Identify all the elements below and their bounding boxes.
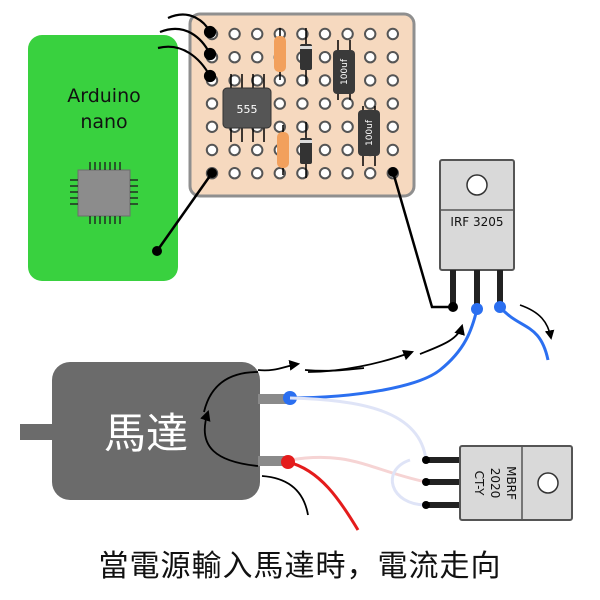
mosfet-irf3205: IRF 3205 xyxy=(439,159,515,315)
perfboard-hole xyxy=(318,120,332,134)
perfboard-hole xyxy=(205,143,219,157)
perfboard-hole xyxy=(251,27,264,41)
perfboard-hole xyxy=(364,27,377,41)
perfboard-hole xyxy=(318,167,332,180)
perfboard-hole xyxy=(296,27,309,41)
capacitor-2-label: 100uf xyxy=(365,119,375,146)
perfboard-hole xyxy=(296,97,309,110)
current-flow-arrows xyxy=(200,323,465,516)
diode-bottom xyxy=(300,122,312,178)
perfboard-hole xyxy=(318,51,332,64)
perfboard-hole xyxy=(364,97,377,110)
arduino-to-board-wire xyxy=(155,172,214,252)
perfboard-hole xyxy=(386,120,399,134)
perfboard-hole xyxy=(364,74,377,87)
capacitor-1: 100uf xyxy=(333,40,355,100)
diode-module-mbrf2020: MBRF 2020 CT-Y xyxy=(422,445,573,521)
perfboard-hole xyxy=(228,74,241,87)
diode-top xyxy=(300,28,312,84)
perfboard-hole xyxy=(228,51,241,64)
resistor-bottom xyxy=(277,125,289,175)
capacitor-2: 100uf xyxy=(358,106,380,166)
diode-module-label-3: CT-Y xyxy=(472,471,486,497)
ic-555: 555 xyxy=(222,74,272,142)
perfboard-hole xyxy=(386,74,399,87)
perfboard-hole xyxy=(386,27,399,41)
perfboard-hole xyxy=(318,74,332,87)
arduino-label-line1: Arduino xyxy=(67,85,141,107)
perfboard-hole xyxy=(205,120,219,134)
gate-wire xyxy=(391,171,450,309)
perfboard-hole xyxy=(386,97,399,110)
perfboard-hole xyxy=(273,97,286,110)
perfboard-hole xyxy=(296,74,309,87)
perfboard-hole xyxy=(386,51,399,64)
perfboard-hole xyxy=(386,143,399,157)
perfboard-hole xyxy=(318,27,332,41)
arduino-chip-icon xyxy=(70,162,138,224)
diode-module-label-1: MBRF xyxy=(504,466,518,500)
perfboard-hole xyxy=(251,143,264,157)
motor-label: 馬達 xyxy=(104,409,188,458)
perfboard-hole xyxy=(318,143,332,157)
perfboard-hole xyxy=(228,27,241,41)
perfboard-hole xyxy=(251,167,264,180)
ic-555-label: 555 xyxy=(237,103,258,116)
perfboard-hole xyxy=(341,120,354,134)
perfboard-hole xyxy=(296,167,309,180)
input-wires xyxy=(157,13,217,83)
motor: 馬達 xyxy=(20,362,288,500)
resistor-top xyxy=(274,28,286,80)
perfboard-hole xyxy=(228,167,241,180)
perfboard-hole xyxy=(205,97,219,110)
perfboard-hole xyxy=(228,143,241,157)
mosfet-label: IRF 3205 xyxy=(450,215,503,229)
diode-module-label-2: 2020 xyxy=(488,468,502,499)
perfboard-hole xyxy=(364,167,377,180)
red-wire xyxy=(287,460,360,531)
blue-wire-motor xyxy=(287,308,479,400)
perfboard-hole xyxy=(341,167,354,180)
arduino-nano-board: Arduino nano xyxy=(28,35,178,281)
perfboard-hole xyxy=(341,143,354,157)
perfboard-hole xyxy=(318,97,332,110)
perfboard-hole xyxy=(341,27,354,41)
caption: 當電源輸入馬達時，電流走向 xyxy=(98,549,502,584)
perfboard-hole xyxy=(251,74,264,87)
perfboard-hole xyxy=(341,97,354,110)
perfboard-hole xyxy=(296,120,309,134)
perfboard-hole xyxy=(364,51,377,64)
perfboard-hole xyxy=(251,51,264,64)
blue-wire-source xyxy=(498,306,550,361)
capacitor-1-label: 100uf xyxy=(340,58,350,85)
arduino-label-line2: nano xyxy=(80,111,127,133)
